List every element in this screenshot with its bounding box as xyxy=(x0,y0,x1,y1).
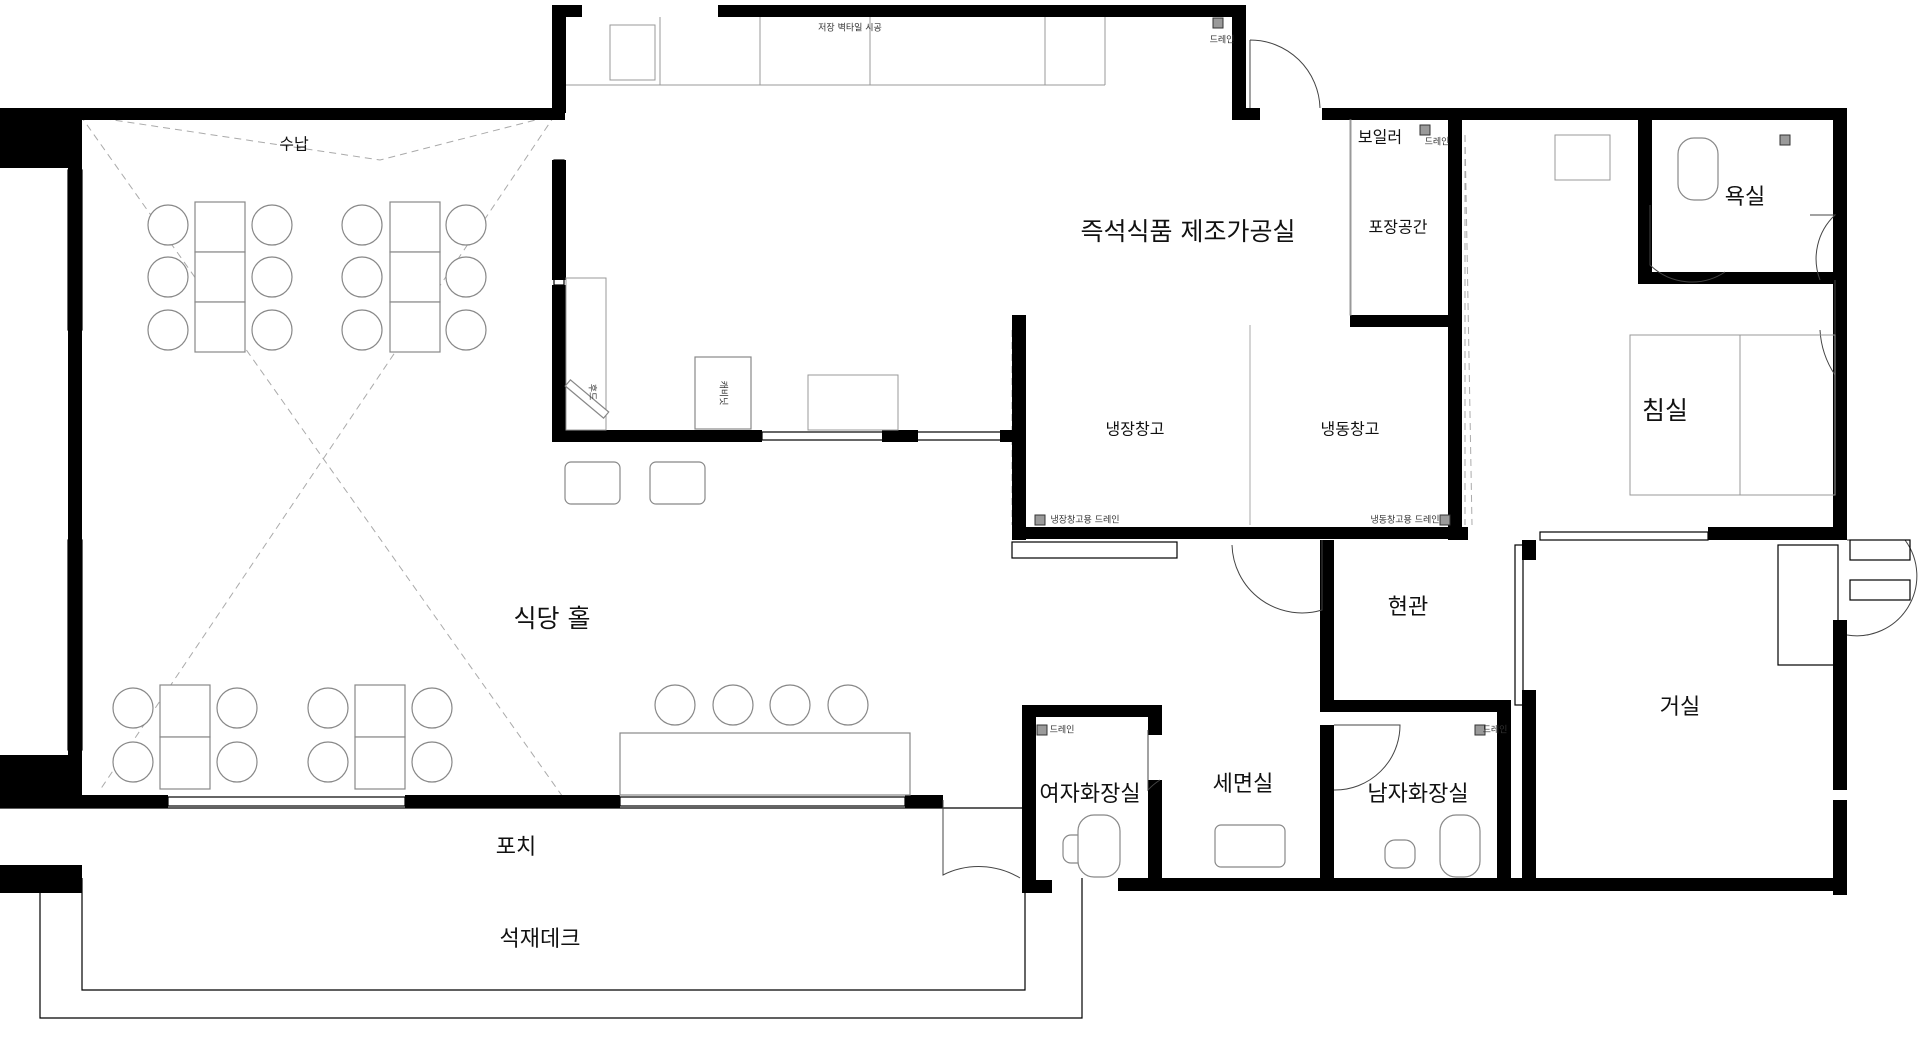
room-labels: 식당 홀 수납 즉석식품 제조가공실 보일러 포장공간 냉장창고 냉동창고 욕실… xyxy=(279,128,1765,953)
label-entrance: 현관 xyxy=(1388,595,1428,620)
label-cold-storage: 냉장창고 xyxy=(1106,420,1165,439)
kitchen-fixtures xyxy=(564,17,1352,505)
windows xyxy=(67,159,1846,889)
label-kitchen: 즉석식품 제조가공실 xyxy=(1081,217,1296,246)
note-freezer-drain: 냉동창고용 드레인 xyxy=(1370,515,1439,526)
label-stone-deck: 석재데크 xyxy=(500,927,581,952)
note-cold-drain: 냉장창고용 드레인 xyxy=(1050,515,1119,526)
doors xyxy=(942,39,1918,879)
label-boiler: 보일러 xyxy=(1358,128,1402,147)
note-cabinet: 캐비닛 xyxy=(718,381,729,406)
label-living: 거실 xyxy=(1660,695,1700,720)
hall-furniture xyxy=(112,201,911,796)
label-hall: 식당 홀 xyxy=(514,604,591,633)
note-drain-men: 드레인 xyxy=(1483,725,1508,736)
walls xyxy=(0,5,1847,895)
chairs xyxy=(112,204,869,783)
note-drain-kitchen: 드레인 xyxy=(1210,35,1235,46)
label-bathroom: 욕실 xyxy=(1725,185,1765,210)
label-packing: 포장공간 xyxy=(1369,218,1428,237)
label-bedroom: 침실 xyxy=(1642,396,1688,425)
label-porch: 포치 xyxy=(496,835,536,860)
label-women-restroom: 여자화장실 xyxy=(1039,782,1140,807)
sanitary-fixtures xyxy=(1034,124,1836,878)
label-freezer: 냉동창고 xyxy=(1321,420,1380,439)
note-drain-women: 드레인 xyxy=(1050,725,1075,736)
note-drain-boiler: 드레인 xyxy=(1425,137,1450,148)
label-storage: 수납 xyxy=(279,135,309,154)
label-washroom: 세면실 xyxy=(1213,772,1274,797)
note-hood: 후드 xyxy=(587,384,598,401)
note-kitchen-top: 저장 벽타일 시공 xyxy=(818,23,882,34)
label-men-restroom: 남자화장실 xyxy=(1367,782,1468,807)
deck-outline xyxy=(0,807,1083,1019)
plan-notes: 저장 벽타일 시공 드레인 드레인 냉장창고용 드레인 냉동창고용 드레인 드레… xyxy=(587,23,1508,736)
